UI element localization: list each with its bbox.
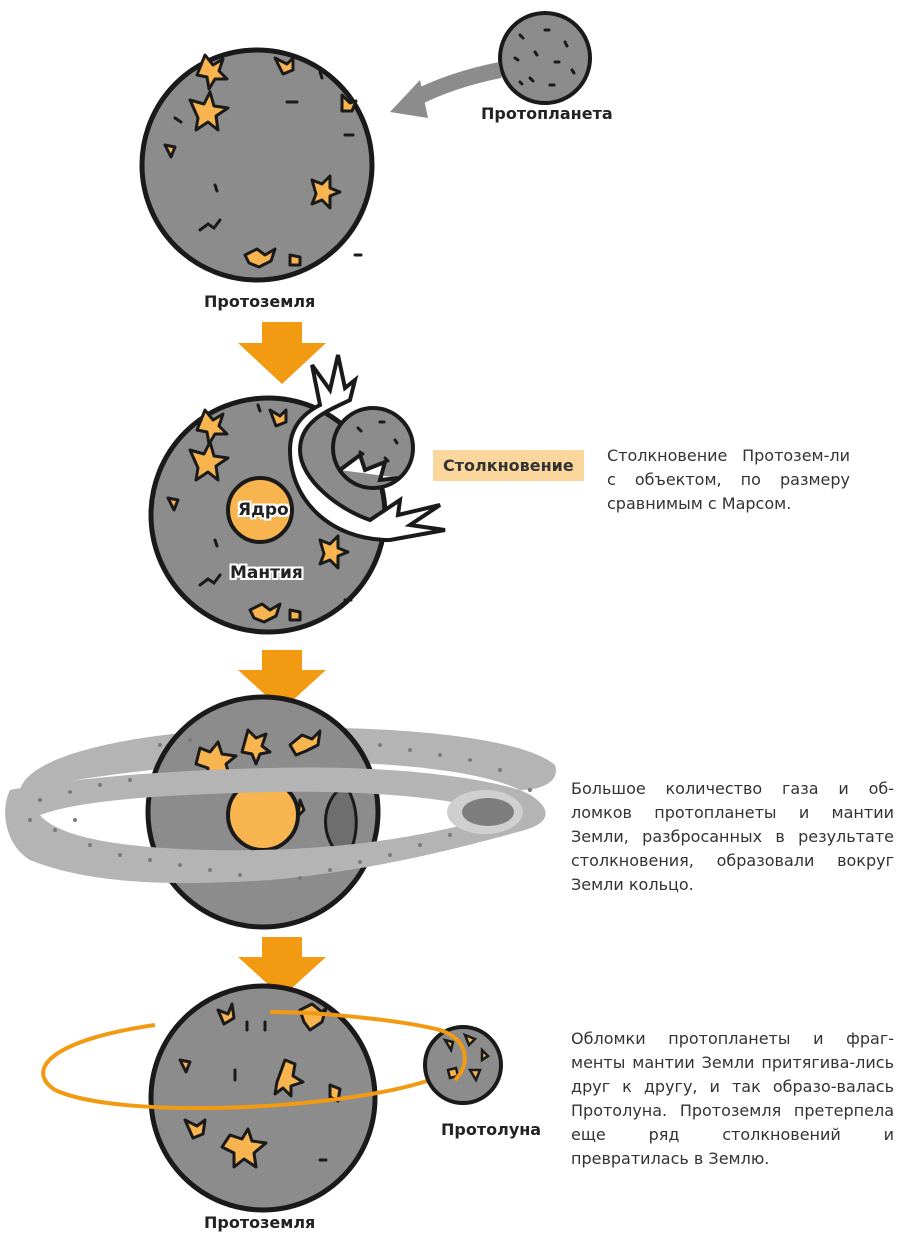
ring-dust	[28, 738, 532, 880]
protoearth-top-label: Протоземля	[204, 292, 316, 311]
stage-4	[41, 983, 503, 1213]
surface-marks	[173, 70, 363, 257]
final-earth	[148, 983, 378, 1213]
lava-cracks	[163, 53, 358, 269]
ring-description: Большое количество газа и об-ломков прот…	[571, 779, 894, 894]
impact-flash	[287, 354, 446, 543]
protoearth-planet	[139, 47, 375, 283]
orbit-over-moon	[439, 1028, 467, 1082]
debris-core	[462, 798, 514, 826]
protomoon-description: Обломки протопланеты и фраг-менты мантии…	[571, 1029, 894, 1168]
down-arrow-1	[238, 322, 326, 384]
down-arrow-2	[238, 650, 326, 710]
stage-3	[5, 694, 556, 930]
stage-2	[148, 354, 446, 635]
approach-arrowhead	[390, 80, 428, 118]
protomoon-label: Протолуна	[441, 1120, 542, 1139]
lava-cracks-4	[178, 1002, 342, 1169]
ring-front	[5, 767, 546, 884]
collision-description: Столкновение Протозем-ли с объектом, по …	[607, 446, 850, 513]
flash-spikes	[338, 451, 401, 483]
protoplanet-label: Протопланета	[481, 104, 613, 123]
surface-marks-2	[198, 403, 353, 602]
down-arrow-3	[238, 937, 326, 997]
orbit-back	[41, 1023, 156, 1092]
core-circle	[226, 476, 294, 544]
impactor-body	[331, 406, 415, 490]
mantle-label: Мантия	[230, 563, 303, 583]
protomoon-lava	[442, 1032, 490, 1083]
surface-marks-4	[233, 1020, 328, 1162]
collision-badge: Столкновение	[433, 450, 584, 481]
stage-1	[139, 11, 592, 283]
core-label: Ядро	[238, 500, 289, 520]
protoplanet-marks	[513, 28, 576, 87]
approach-arrow	[408, 62, 502, 108]
protoearth-bottom-label: Протоземля	[204, 1213, 316, 1232]
lava-cracks-2	[166, 408, 350, 624]
